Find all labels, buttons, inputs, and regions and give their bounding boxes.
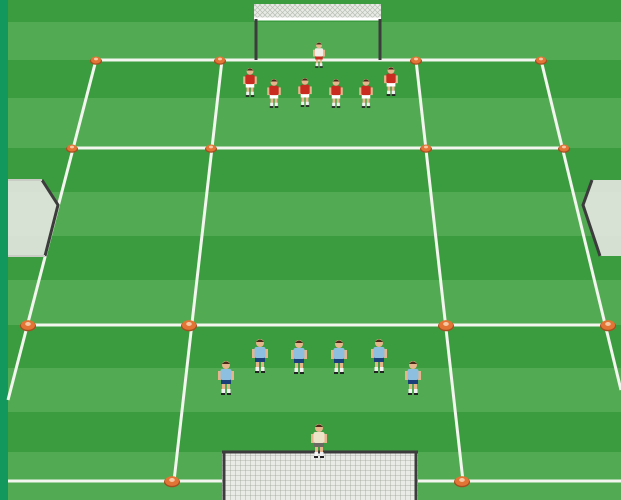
grass-band — [8, 192, 621, 236]
grass-band — [8, 280, 621, 325]
bottom-goal — [222, 452, 418, 500]
frame-left-strip — [0, 0, 8, 500]
grass-band — [8, 60, 621, 98]
grass-band — [8, 98, 621, 148]
grass-band — [8, 236, 621, 280]
grass-band — [8, 368, 621, 412]
grass-band — [8, 325, 621, 368]
grass-band — [8, 148, 621, 192]
grass-stripes — [8, 0, 621, 500]
